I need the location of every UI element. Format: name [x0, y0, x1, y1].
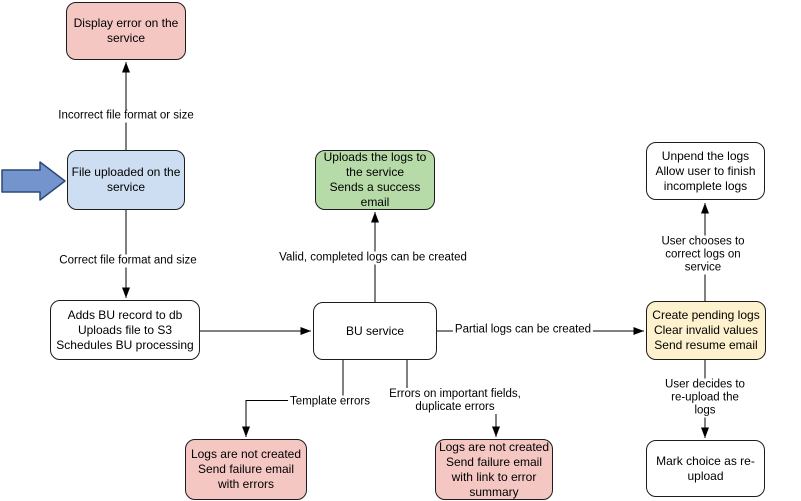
edge-label-correct-format[interactable]: Correct file format and size — [57, 254, 199, 268]
node-logs-not-created-summary[interactable]: Logs are not created Send failure email … — [435, 439, 553, 500]
node-unpend-logs[interactable]: Unpend the logs Allow user to finish inc… — [646, 142, 765, 200]
edge-label-valid-logs[interactable]: Valid, completed logs can be created — [277, 251, 469, 265]
node-file-uploaded-on-service[interactable]: File uploaded on the service — [67, 150, 185, 210]
node-mark-choice-reupload[interactable]: Mark choice as re- upload — [646, 440, 765, 497]
edge-label-template-errors[interactable]: Template errors — [288, 395, 372, 409]
edge-label-incorrect-format[interactable]: Incorrect file format or size — [56, 109, 196, 123]
node-bu-service[interactable]: BU service — [313, 302, 437, 360]
edge-label-partial-logs[interactable]: Partial logs can be created — [452, 323, 594, 337]
node-create-pending-logs[interactable]: Create pending logs Clear invalid values… — [646, 301, 766, 360]
node-adds-bu-record[interactable]: Adds BU record to db Uploads file to S3 … — [50, 300, 200, 360]
node-uploads-logs-success[interactable]: Uploads the logs to the service Sends a … — [315, 150, 435, 210]
input-arrow-shape[interactable] — [1, 161, 66, 201]
edge-label-user-decides-reupload[interactable]: User decides to re-upload the logs — [657, 378, 753, 418]
edge-label-field-errors[interactable]: Errors on important fields, duplicate er… — [387, 388, 523, 414]
node-logs-not-created-errors[interactable]: Logs are not created Send failure email … — [185, 439, 307, 500]
edge-label-user-chooses-correct[interactable]: User chooses to correct logs on service — [654, 235, 752, 275]
node-display-error-on-service[interactable]: Display error on the service — [66, 2, 186, 60]
